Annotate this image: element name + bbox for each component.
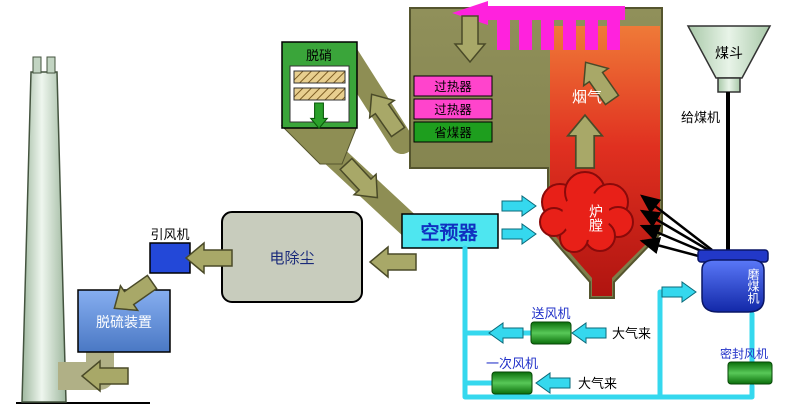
comb-left-arrow-icon — [452, 1, 488, 25]
chimney — [21, 71, 67, 403]
scr-label: 脱硝 — [306, 48, 332, 63]
coal-hopper-shape — [686, 25, 772, 79]
air-preheater-label: 空预器 — [420, 221, 478, 244]
fd-fan-box — [530, 321, 572, 345]
pa-fan-label: 一次风机 — [486, 356, 538, 371]
fd-fan-label: 送风机 — [531, 306, 570, 321]
chimney-stack-right — [46, 56, 56, 74]
id-fan-box — [149, 242, 191, 274]
coal-mill-body — [701, 259, 765, 313]
coal-hopper-label: 煤斗 — [715, 45, 743, 61]
pa-fan-box — [491, 371, 533, 395]
hopper-neck — [717, 77, 741, 93]
catalyst-layer-2 — [293, 87, 346, 101]
air-into-pafan-arrow-icon — [535, 372, 571, 394]
superheater-1-box — [413, 75, 493, 97]
preheater-to-esp-arrow-icon — [369, 246, 417, 278]
atmosphere-label-1: 大气来 — [612, 326, 651, 341]
economizer-box — [413, 121, 493, 143]
id-fan-label: 引风机 — [150, 227, 189, 242]
superheater-1-label: 过热器 — [434, 80, 472, 94]
catalyst-layer-1 — [293, 70, 346, 84]
scr-down-arrow-icon — [309, 102, 329, 130]
air-into-mill-arrow-icon — [661, 281, 697, 303]
flame-cloud — [539, 171, 634, 253]
coal-mill-label: 磨煤机 — [746, 268, 760, 304]
superheater-2-label: 过热器 — [434, 103, 472, 117]
furnace-label: 炉膛 — [588, 204, 604, 233]
economizer-label: 省煤器 — [434, 126, 472, 140]
atmosphere-label-2: 大气来 — [578, 376, 617, 391]
air-preheater-box — [401, 213, 499, 249]
comb-teeth — [497, 20, 620, 50]
fgd-label: 脱硫装置 — [96, 314, 152, 330]
seal-fan-box — [727, 361, 773, 385]
air-into-fdfan-arrow-icon — [571, 322, 607, 344]
secondary-air-arrow-2-icon — [501, 223, 537, 245]
seal-fan-label: 密封风机 — [720, 346, 768, 361]
esp-label: 电除尘 — [269, 250, 314, 267]
superheater-2-box — [413, 98, 493, 120]
secondary-air-arrow-1-icon — [501, 195, 537, 217]
chimney-stack-left — [32, 56, 42, 74]
coal-feeder-label: 给煤机 — [681, 110, 720, 125]
fdfan-out-arrow-icon — [488, 322, 524, 344]
comb-header — [488, 6, 625, 20]
flue-gas-label: 烟气 — [572, 89, 602, 106]
